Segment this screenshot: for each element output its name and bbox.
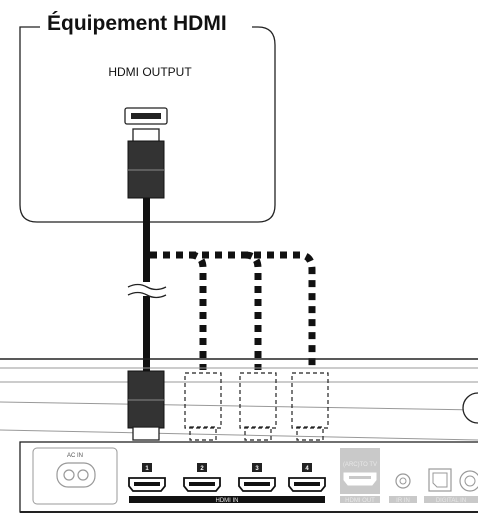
hdmi-output-label: HDMI OUTPUT	[108, 65, 192, 79]
hdmi-device-box: Équipement HDMI HDMI OUTPUT	[19, 12, 276, 223]
ir-in-label: IR IN	[396, 498, 410, 504]
hdmi-in-port-2[interactable]: 2	[183, 463, 221, 492]
hdmi-out-arc-port[interactable]: (ARC)TO TV HDMI OUT	[340, 448, 380, 504]
ac-in-socket: AC IN	[32, 447, 118, 505]
svg-text:2: 2	[200, 466, 204, 472]
device-title: Équipement HDMI	[47, 12, 227, 35]
svg-text:4: 4	[305, 466, 309, 472]
ac-in-label: AC IN	[67, 453, 83, 459]
alternative-plugs	[184, 372, 329, 441]
svg-text:1: 1	[145, 466, 149, 472]
hdmi-in-port-group: 1 2 3 4 HDMI IN	[128, 463, 326, 504]
digital-in-label: DIGITAL IN	[436, 498, 466, 504]
hdmi-cable	[127, 198, 167, 373]
hdmi-out-label: HDMI OUT	[345, 498, 375, 504]
hdmi-cable-plug-bottom	[127, 370, 165, 441]
hdmi-in-port-1[interactable]: 1	[128, 463, 166, 492]
digital-in-ports[interactable]: DIGITAL IN	[424, 468, 478, 504]
hdmi-in-port-4[interactable]: 4	[288, 463, 326, 492]
svg-text:3: 3	[255, 466, 259, 472]
hdmi-cable-plug-top	[127, 128, 165, 199]
hdmi-in-label: HDMI IN	[216, 498, 239, 504]
arc-label: (ARC)TO TV	[343, 462, 377, 468]
hdmi-in-port-3[interactable]: 3	[238, 463, 276, 492]
ir-in-jack[interactable]: IR IN	[389, 473, 417, 504]
alternative-cable-routes	[150, 251, 316, 370]
